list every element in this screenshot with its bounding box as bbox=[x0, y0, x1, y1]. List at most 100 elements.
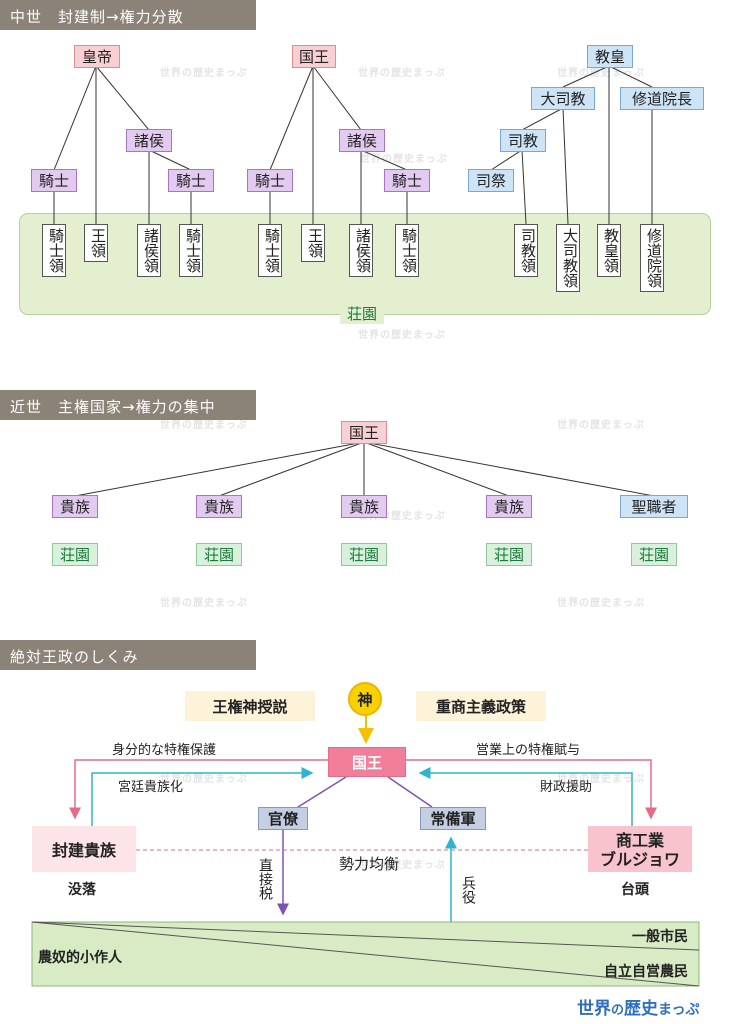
bourgeoisie-node: 商工業 ブルジョワ bbox=[588, 826, 692, 872]
section3-header: 絶対王政のしくみ bbox=[0, 640, 256, 670]
section1-title: 中世 封建制→権力分散 bbox=[10, 8, 184, 26]
manor-node: 荘園 bbox=[631, 543, 677, 566]
watermark: 世界の歴史まっぷ bbox=[358, 860, 446, 871]
manor-label: 荘園 bbox=[348, 546, 379, 564]
fief-knight-cell: 騎士領 bbox=[395, 224, 419, 277]
fief-knight-cell: 騎士領 bbox=[258, 224, 282, 277]
priest-node: 司祭 bbox=[468, 169, 514, 192]
logo-part1: 世界 bbox=[577, 999, 611, 1019]
watermark: 世界の歴史まっぷ bbox=[557, 420, 645, 431]
bishop-node: 司教 bbox=[500, 129, 546, 152]
king-label: 国王 bbox=[298, 48, 329, 66]
archbishop-label: 大司教 bbox=[540, 90, 586, 108]
section1-lines bbox=[53, 65, 653, 225]
knight-node: 騎士 bbox=[31, 169, 77, 192]
king-node-s3: 国王 bbox=[328, 747, 406, 777]
financial-support-label: 財政援助 bbox=[540, 780, 593, 795]
watermark: 世界の歴史まっぷ bbox=[358, 68, 446, 79]
citizens-label: 一般市民 bbox=[632, 929, 688, 945]
lord-label: 諸侯 bbox=[133, 132, 164, 150]
noble-node: 貴族 bbox=[486, 495, 532, 518]
section1-header: 中世 封建制→権力分散 bbox=[0, 0, 256, 30]
pope-node: 教皇 bbox=[587, 45, 633, 68]
priest-label: 司祭 bbox=[475, 172, 506, 190]
noble-node: 貴族 bbox=[196, 495, 242, 518]
manor-node: 荘園 bbox=[52, 543, 98, 566]
watermark: 世界の歴史まっぷ bbox=[160, 68, 248, 79]
emperor-node: 皇帝 bbox=[74, 45, 120, 68]
noble-label: 貴族 bbox=[493, 498, 524, 516]
watermark: 世界の歴史まっぷ bbox=[160, 598, 248, 609]
noble-label: 貴族 bbox=[59, 498, 90, 516]
manor-label: 荘園 bbox=[59, 546, 90, 564]
watermark: 世界の歴史まっぷ bbox=[358, 511, 446, 522]
independent-farmers-label: 自立自営農民 bbox=[604, 964, 688, 980]
serf-peasants-label: 農奴的小作人 bbox=[38, 950, 122, 966]
bureaucracy-label: 官僚 bbox=[267, 810, 298, 828]
rise-label: 台頭 bbox=[621, 882, 649, 898]
watermark: 世界の歴史まっぷ bbox=[160, 420, 248, 431]
manor-text: 荘園 bbox=[346, 305, 377, 323]
watermark: 世界の歴史まっぷ bbox=[557, 774, 645, 785]
abbot-node: 修道院長 bbox=[620, 87, 704, 110]
fief-knight-cell: 騎士領 bbox=[42, 224, 66, 277]
knight-node: 騎士 bbox=[384, 169, 430, 192]
mercantilism-box: 重商主義政策 bbox=[416, 691, 546, 721]
manor-label: 荘園 bbox=[638, 546, 669, 564]
bureaucracy-node: 官僚 bbox=[258, 807, 308, 830]
mercantilism-label: 重商主義政策 bbox=[435, 697, 526, 716]
feudal-nobility-label: 封建貴族 bbox=[51, 841, 116, 860]
archbishop-node: 大司教 bbox=[531, 87, 595, 110]
noble-node: 貴族 bbox=[341, 495, 387, 518]
bourgeoisie-line1: 商工業 bbox=[615, 831, 664, 850]
balance-label: 勢力均衡 bbox=[339, 855, 400, 873]
knight-node: 騎士 bbox=[247, 169, 293, 192]
fief-king-cell: 王領 bbox=[301, 224, 325, 262]
fief-knight-cell: 騎士領 bbox=[179, 224, 203, 277]
fief-pope-cell: 教皇領 bbox=[597, 224, 621, 277]
fief-king-cell: 王領 bbox=[84, 224, 108, 262]
site-logo: 世界の歴史まっぷ bbox=[577, 994, 699, 1019]
divine-right-box: 王権神授説 bbox=[185, 691, 315, 721]
feudal-nobility-node: 封建貴族 bbox=[32, 826, 136, 872]
section2-title: 近世 主権国家→権力の集中 bbox=[10, 398, 216, 416]
lord-node: 諸侯 bbox=[339, 129, 385, 152]
king-label: 国王 bbox=[351, 753, 382, 772]
watermark: 世界の歴史まっぷ bbox=[557, 68, 645, 79]
knight-label: 騎士 bbox=[38, 172, 69, 190]
knight-label: 騎士 bbox=[175, 172, 206, 190]
decline-label: 没落 bbox=[68, 882, 96, 898]
watermark: 世界の歴史まっぷ bbox=[360, 154, 448, 165]
logo-part4: まっぷ bbox=[658, 1002, 700, 1018]
divine-right-label: 王権神授説 bbox=[212, 697, 288, 716]
king-node: 国王 bbox=[292, 45, 336, 68]
section2-lines bbox=[74, 441, 655, 497]
king-label: 国王 bbox=[348, 424, 379, 442]
god-label: 神 bbox=[357, 690, 373, 709]
god-circle: 神 bbox=[348, 682, 382, 716]
clergy-node: 聖職者 bbox=[620, 495, 688, 518]
bishop-label: 司教 bbox=[507, 132, 538, 150]
fief-lord-cell: 諸侯領 bbox=[137, 224, 161, 277]
courtization-label: 宮廷貴族化 bbox=[118, 780, 184, 795]
lord-node: 諸侯 bbox=[126, 129, 172, 152]
standing-army-label: 常備軍 bbox=[430, 810, 476, 828]
watermark: 世界の歴史まっぷ bbox=[557, 598, 645, 609]
manor-node: 荘園 bbox=[486, 543, 532, 566]
section2-header: 近世 主権国家→権力の集中 bbox=[0, 390, 256, 420]
emperor-label: 皇帝 bbox=[81, 48, 112, 66]
watermark: 世界の歴史まっぷ bbox=[358, 330, 446, 341]
lord-label: 諸侯 bbox=[346, 132, 377, 150]
noble-label: 貴族 bbox=[348, 498, 379, 516]
pope-label: 教皇 bbox=[594, 48, 625, 66]
manor-label: 荘園 bbox=[203, 546, 234, 564]
noble-node: 貴族 bbox=[52, 495, 98, 518]
military-service-label: 兵役 bbox=[460, 876, 476, 904]
manor-label: 荘園 bbox=[493, 546, 524, 564]
logo-part3: 歴史 bbox=[624, 999, 659, 1019]
standing-army-node: 常備軍 bbox=[420, 807, 486, 830]
fief-bishop-cell: 司教領 bbox=[514, 224, 538, 277]
manor-node: 荘園 bbox=[341, 543, 387, 566]
